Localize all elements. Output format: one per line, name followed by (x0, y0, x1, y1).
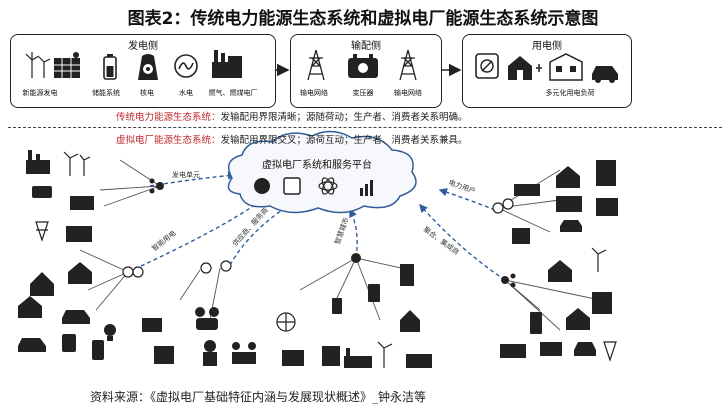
generation-side-header: 发电侧 (128, 41, 158, 52)
battery-icon (103, 54, 117, 80)
ev-charger-icon (368, 284, 380, 302)
house-icon (30, 272, 54, 296)
solar-panel-icon (54, 52, 80, 78)
wind-turbine-icon (591, 247, 607, 272)
house-icon (566, 308, 590, 330)
item-label: 输电网络 (394, 89, 422, 97)
source-citation: 资料来源：《虚拟电厂基础特征内涵与发展现状概述》_钟永洁等 (90, 390, 427, 404)
car-icon (560, 220, 582, 232)
item-label: 核电 (140, 89, 154, 97)
virtual-note: 虚拟电厂能源生态系统：发输配用界限交叉；源荷互动；生产者、消费者关系兼具。 (116, 132, 468, 146)
battery-icon (32, 186, 52, 198)
transmission-tower-icon (399, 49, 417, 81)
building-icon (592, 292, 612, 314)
edge-label-gen-unit: 发电单元 (172, 171, 200, 179)
share-icon (254, 178, 270, 194)
consumption-side-header: 用电侧 (532, 41, 562, 52)
virtual-note-label: 虚拟电厂能源生态系统： (116, 135, 221, 146)
building-icon (549, 53, 583, 81)
house-icon (68, 262, 92, 284)
platform-title: 虚拟电厂系统和服务平台 (262, 160, 372, 171)
ev-charger-icon (92, 340, 104, 360)
hydro-icon (174, 54, 198, 78)
solar-panel-icon (540, 342, 562, 356)
transformer-icon (348, 54, 378, 78)
item-label: 储能系统 (92, 89, 120, 97)
transmission-tower-icon (307, 49, 325, 81)
traditional-note: 传统电力能源生态系统：发输配用界限清晰；源随荷动；生产者、消费者关系明确。 (116, 109, 468, 123)
item-label: 燃气、燃煤电厂 (208, 89, 258, 97)
house-icon (508, 56, 542, 80)
building-icon (596, 198, 618, 216)
wind-turbine-icon (25, 52, 51, 78)
hub-node (149, 178, 164, 194)
house-icon (18, 296, 42, 318)
bar-chart-icon (360, 180, 373, 196)
house-icon (400, 310, 420, 332)
building-icon (322, 346, 340, 366)
solar-panel-icon (70, 196, 94, 210)
ev-charger-icon (530, 312, 542, 334)
building-icon (512, 228, 530, 244)
virtual-note-text: 发输配用界限交叉；源荷互动；生产者、消费者关系兼具。 (220, 135, 468, 146)
wind-turbine-icon (377, 341, 393, 368)
item-label: 新能源发电 (22, 89, 58, 97)
car-icon (574, 342, 596, 356)
device-icon (62, 334, 76, 352)
factory-icon (406, 354, 432, 368)
factory-icon (344, 348, 372, 368)
hub-node (122, 198, 514, 278)
car-icon (18, 338, 46, 352)
car-icon (62, 310, 90, 324)
factory-icon (514, 184, 540, 196)
worker-icon (203, 340, 217, 366)
hub-node (351, 253, 516, 288)
chart-icon (154, 346, 174, 364)
factory-icon (500, 344, 526, 358)
car-icon (592, 66, 618, 83)
item-label: 多元化用电负荷 (545, 89, 595, 97)
section-divider (8, 127, 722, 128)
battery-icon (332, 298, 342, 314)
factory-icon (26, 150, 50, 174)
building-icon (282, 350, 304, 366)
solar-panel-icon (66, 226, 92, 242)
chip-icon (283, 177, 301, 195)
traditional-note-label: 传统电力能源生态系统： (116, 112, 221, 123)
ev-charger-icon (475, 53, 499, 79)
building-icon (596, 160, 616, 186)
transmission-side-header: 输配侧 (351, 41, 381, 52)
atom-icon (318, 177, 338, 195)
power-plant-icon (212, 50, 242, 78)
item-label: 水电 (179, 89, 193, 97)
ferris-wheel-icon (276, 312, 296, 332)
transmission-tower-icon (35, 221, 49, 242)
monitor-icon (142, 318, 162, 332)
wind-turbine-icon (63, 151, 91, 176)
nuclear-icon (138, 54, 158, 80)
house-icon (556, 166, 580, 188)
cloud-shape (227, 130, 417, 214)
house-icon (548, 260, 572, 282)
transmission-tower-icon (603, 341, 617, 362)
people-icon (195, 307, 219, 330)
light-bulb-icon (104, 324, 116, 341)
item-label: 变压器 (352, 89, 374, 97)
traditional-note-text: 发输配用界限清晰；源随荷动；生产者、消费者关系明确。 (220, 112, 468, 123)
handshake-icon (232, 342, 256, 364)
building-icon (400, 264, 414, 286)
item-label: 输电网络 (300, 89, 328, 97)
figure-title: 图表2：传统电力能源生态系统和虚拟电厂能源生态系统示意图 (127, 9, 599, 29)
building-icon (556, 196, 582, 212)
